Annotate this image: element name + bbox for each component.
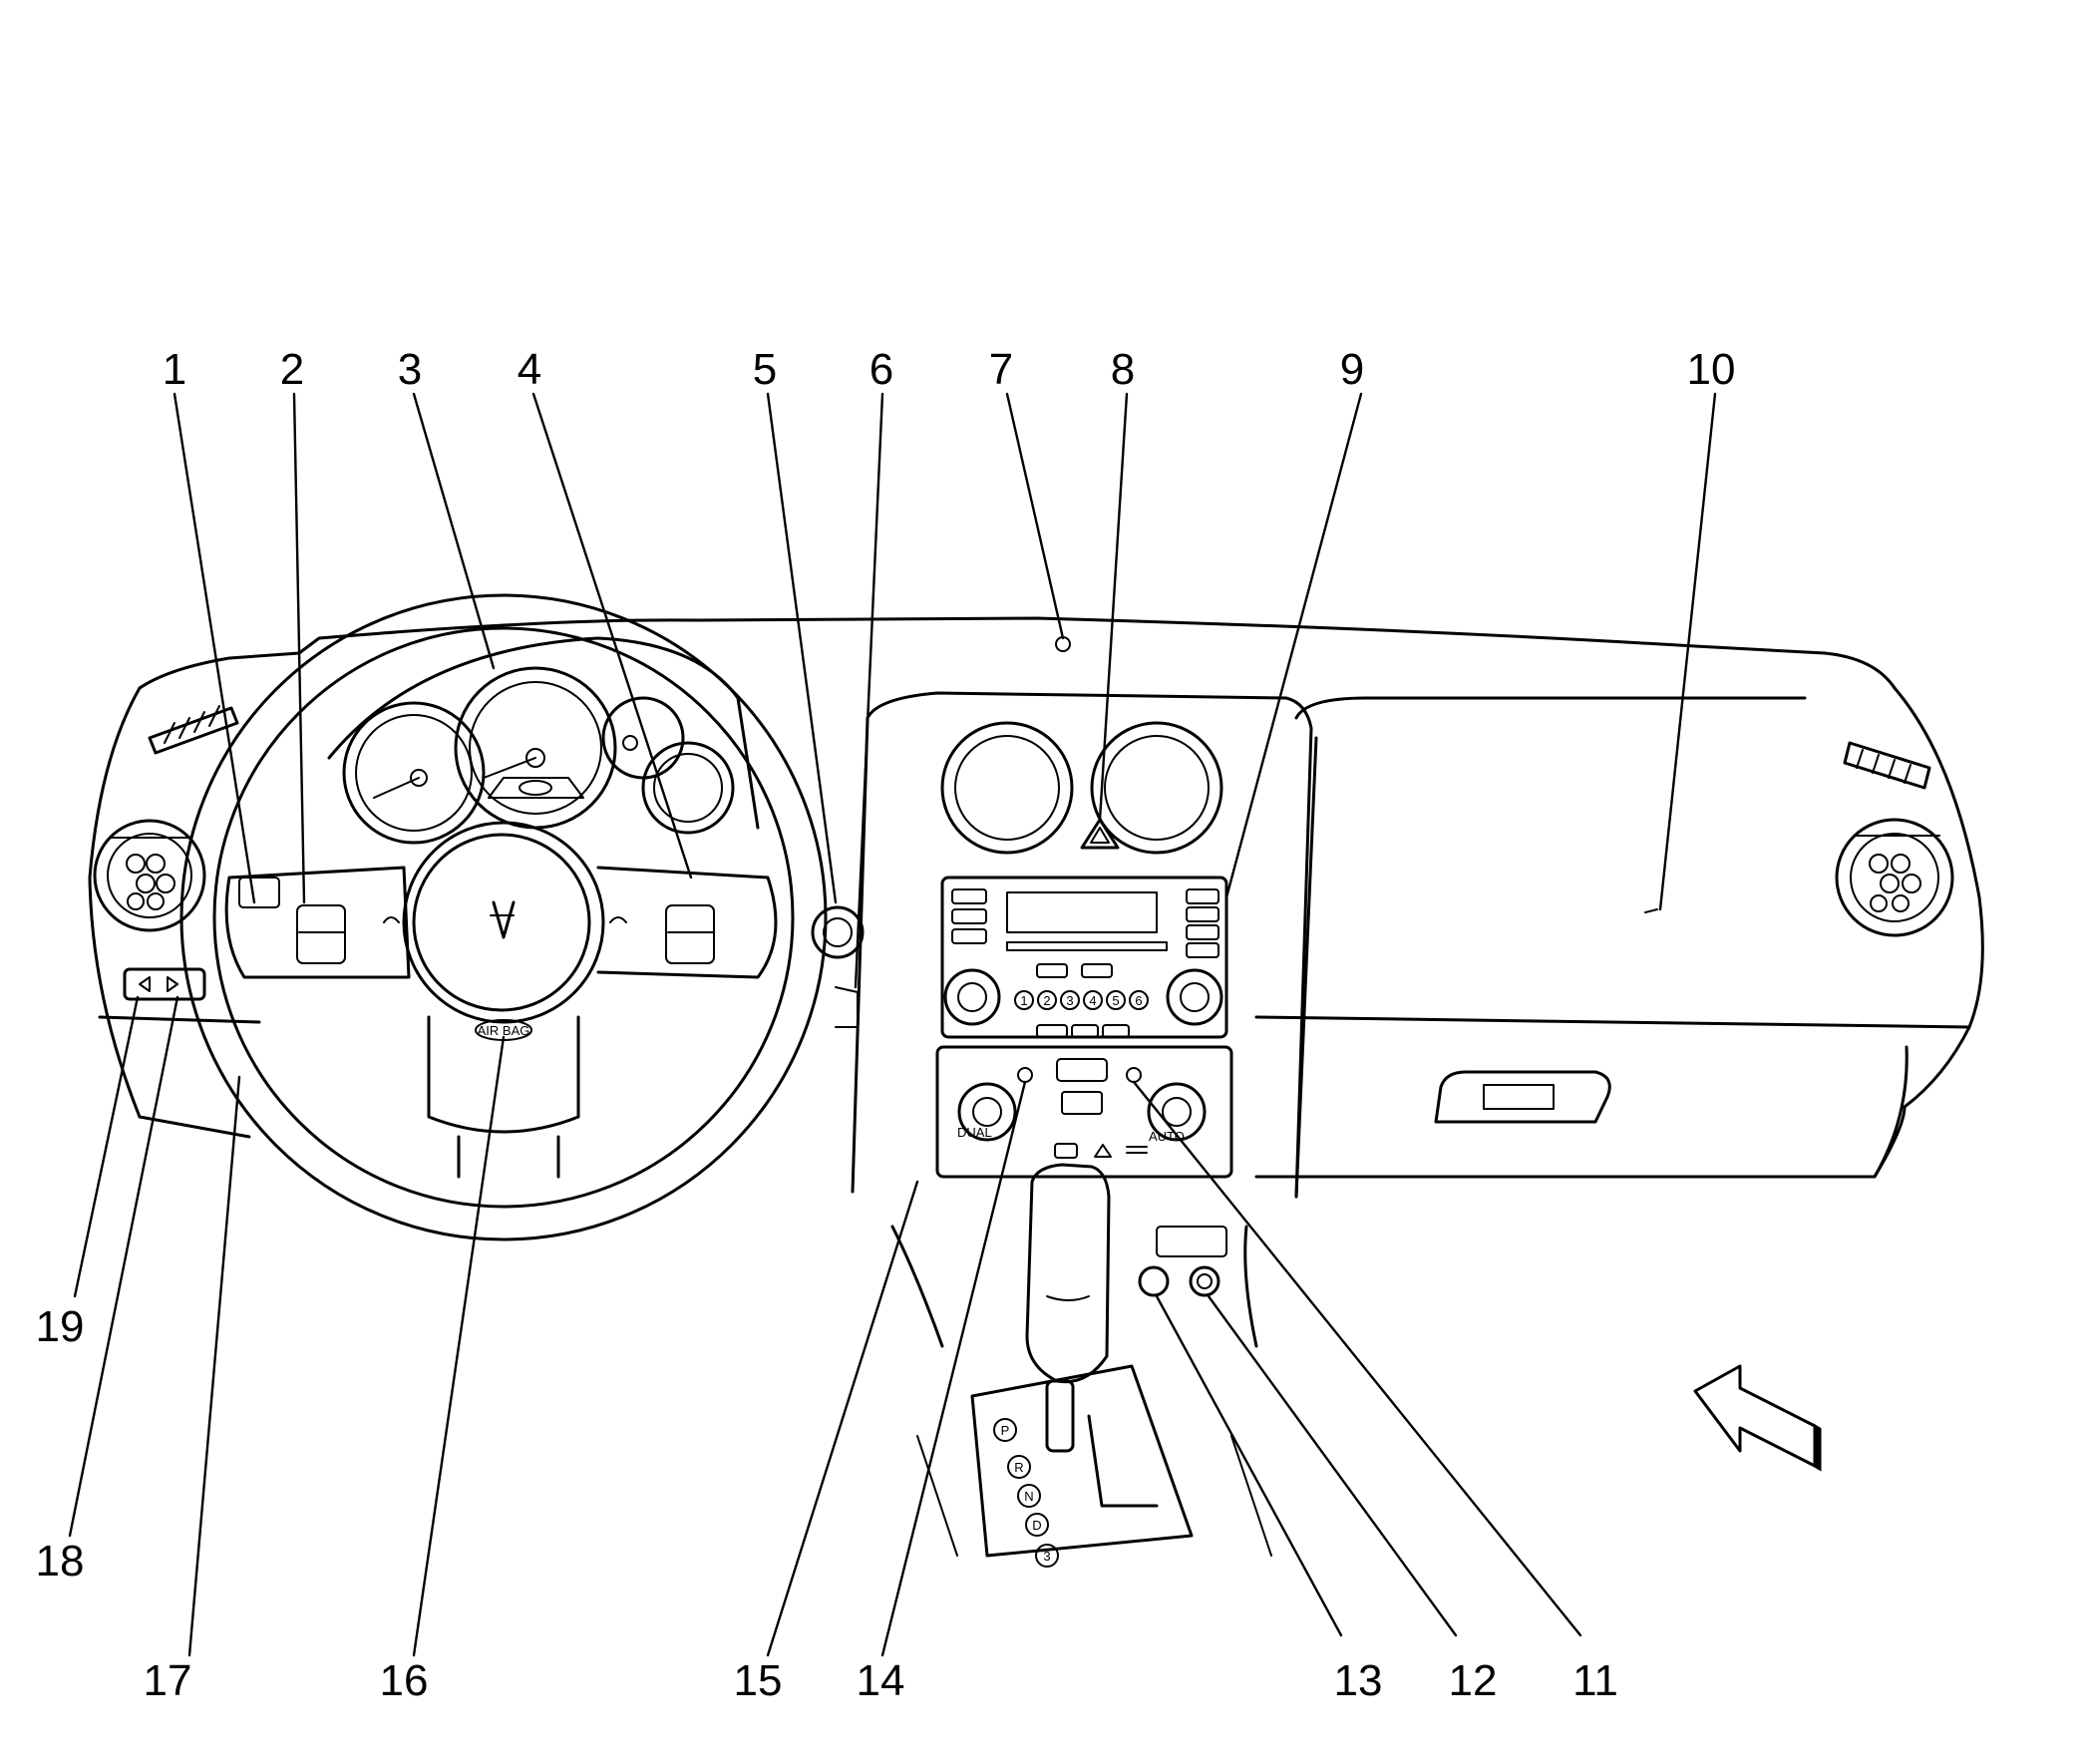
glovebox — [1294, 696, 1807, 1199]
right-defrost-vent — [1843, 741, 1931, 790]
gear-shifter — [1025, 1163, 1111, 1453]
preset-3: 3 — [1066, 993, 1073, 1008]
center-console — [890, 1225, 1272, 1558]
callouts: 1 2 3 4 5 6 7 8 9 10 19 18 17 16 15 14 1… — [36, 345, 1736, 1705]
right-air-vent — [1835, 818, 1954, 937]
dual-label: DUAL — [957, 1125, 992, 1140]
callout-13: 13 — [1334, 1656, 1383, 1705]
hazard-warning-icon — [1080, 818, 1120, 850]
callout-9: 9 — [1340, 345, 1364, 394]
callout-15: 15 — [734, 1656, 783, 1705]
callout-18: 18 — [36, 1537, 85, 1586]
console-switches — [1138, 1226, 1227, 1297]
gear-3: 3 — [1043, 1549, 1050, 1564]
sensor-right — [1126, 1067, 1142, 1083]
callout-7: 7 — [989, 345, 1013, 394]
callout-17: 17 — [144, 1656, 192, 1705]
callout-6: 6 — [870, 345, 893, 394]
preset-5: 5 — [1112, 993, 1119, 1008]
gear-r: R — [1014, 1460, 1023, 1475]
left-air-vent — [93, 819, 206, 932]
callout-1: 1 — [163, 345, 186, 394]
steering-wheel: AIR BAG — [179, 593, 828, 1241]
callout-19: 19 — [36, 1302, 85, 1351]
radio-preset-buttons: 1 2 3 4 5 6 — [1014, 990, 1149, 1010]
preset-2: 2 — [1043, 993, 1050, 1008]
callout-8: 8 — [1111, 345, 1135, 394]
callout-16: 16 — [380, 1656, 429, 1705]
callout-12: 12 — [1449, 1656, 1498, 1705]
traction-control-switch — [1189, 1265, 1220, 1297]
power-outlet — [1138, 1265, 1170, 1297]
left-defrost-vent — [148, 705, 239, 755]
airbag-label: AIR BAG — [478, 1023, 530, 1038]
instrument-cluster — [327, 636, 760, 845]
dashboard-outline — [88, 616, 1984, 1179]
callout-2: 2 — [280, 345, 304, 394]
sensor-left — [1017, 1067, 1033, 1083]
column-trim — [835, 986, 859, 1028]
climate-control-panel: DUAL AUTO — [935, 1045, 1233, 1179]
direction-arrow-icon — [1693, 1364, 1822, 1472]
ignition-switch — [811, 905, 865, 959]
gear-position-indicator: P R N D 3 — [993, 1418, 1059, 1568]
gear-p: P — [1001, 1423, 1010, 1438]
callout-3: 3 — [398, 345, 422, 394]
gear-d: D — [1032, 1518, 1041, 1533]
preset-4: 4 — [1089, 993, 1096, 1008]
callout-11: 11 — [1572, 1656, 1618, 1705]
radio-head-unit: 1 2 3 4 5 6 — [940, 876, 1228, 1039]
callout-4: 4 — [518, 345, 541, 394]
callout-14: 14 — [857, 1656, 905, 1705]
leader-lines — [68, 392, 1717, 1657]
callout-5: 5 — [753, 345, 777, 394]
preset-1: 1 — [1020, 993, 1027, 1008]
preset-6: 6 — [1135, 993, 1142, 1008]
center-stack — [851, 691, 1313, 1199]
callout-10: 10 — [1687, 345, 1736, 394]
left-switch-panel — [123, 877, 280, 1001]
gear-n: N — [1024, 1489, 1033, 1504]
